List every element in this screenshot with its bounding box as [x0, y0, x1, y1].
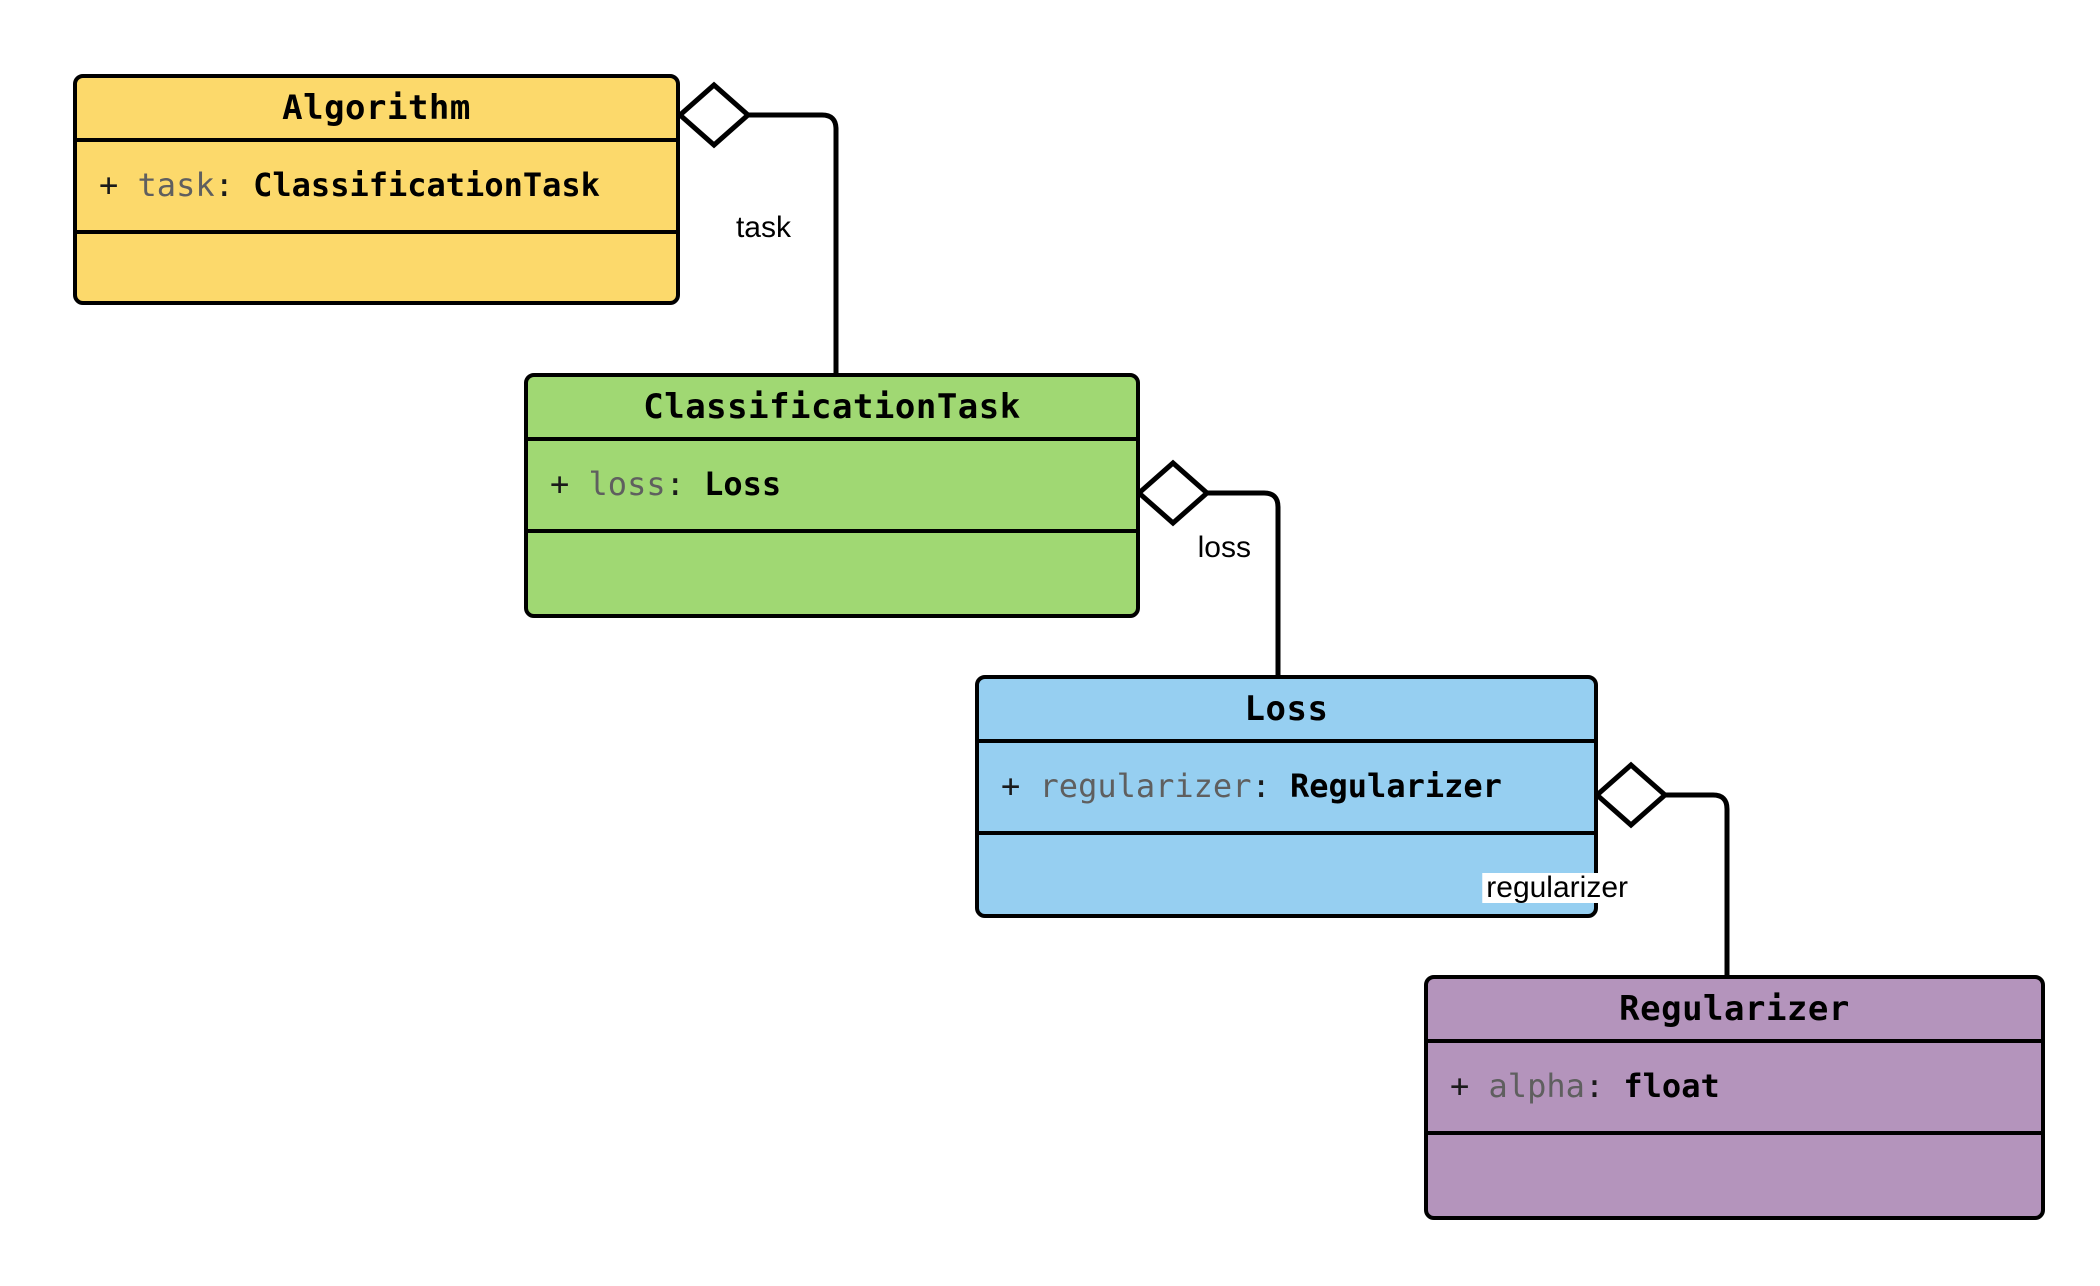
class-title-classification-task: ClassificationTask	[528, 377, 1136, 441]
class-attributes-algorithm: + task: ClassificationTask	[77, 142, 676, 234]
attribute-type: float	[1623, 1067, 1720, 1106]
relation-label-loss: loss	[1193, 533, 1255, 563]
attribute-visibility: +	[99, 166, 119, 205]
attribute-row: + regularizer: Regularizer	[1001, 769, 1572, 804]
class-attributes-classification-task: + loss: Loss	[528, 441, 1136, 533]
uml-class-regularizer[interactable]: Regularizer + alpha: float	[1424, 975, 2045, 1220]
class-title-regularizer: Regularizer	[1428, 979, 2041, 1043]
attribute-name: loss	[588, 465, 666, 504]
attribute-colon: :	[665, 465, 685, 504]
uml-class-classification-task[interactable]: ClassificationTask + loss: Loss	[524, 373, 1140, 618]
relation-line	[1207, 490, 1281, 675]
class-attributes-regularizer: + alpha: float	[1428, 1043, 2041, 1135]
aggregation-diamond-icon	[1593, 761, 1669, 829]
attribute-colon: :	[1584, 1067, 1605, 1106]
attribute-visibility: +	[550, 465, 570, 504]
class-title-loss: Loss	[979, 679, 1594, 743]
attribute-type: Loss	[704, 465, 782, 504]
relation-line	[1665, 792, 1730, 975]
attribute-name: alpha	[1488, 1067, 1585, 1106]
relation-label-task: task	[731, 213, 795, 243]
attribute-name: regularizer	[1039, 767, 1252, 806]
relation-label-regularizer: regularizer	[1482, 873, 1632, 903]
attribute-colon: :	[214, 166, 234, 205]
class-title-algorithm: Algorithm	[77, 78, 676, 142]
class-methods-classification-task	[528, 533, 1136, 614]
class-methods-algorithm	[77, 234, 676, 301]
relation-classificationtask-loss-loss	[1135, 459, 1281, 675]
attribute-row: + task: ClassificationTask	[99, 168, 654, 203]
class-methods-regularizer	[1428, 1135, 2041, 1216]
aggregation-diamond-icon	[1135, 459, 1211, 527]
uml-class-algorithm[interactable]: Algorithm + task: ClassificationTask	[73, 74, 680, 305]
attribute-row: + alpha: float	[1450, 1069, 2019, 1104]
attribute-name: task	[137, 166, 215, 205]
attribute-visibility: +	[1450, 1067, 1470, 1106]
aggregation-diamond-icon	[676, 81, 752, 149]
relation-loss-regularizer-regularizer	[1593, 761, 1730, 975]
attribute-colon: :	[1251, 767, 1271, 806]
relation-line	[748, 112, 839, 373]
attribute-row: + loss: Loss	[550, 467, 1114, 502]
attribute-type: Regularizer	[1289, 767, 1502, 806]
class-attributes-loss: + regularizer: Regularizer	[979, 743, 1594, 835]
attribute-type: ClassificationTask	[253, 166, 600, 205]
attribute-visibility: +	[1001, 767, 1021, 806]
